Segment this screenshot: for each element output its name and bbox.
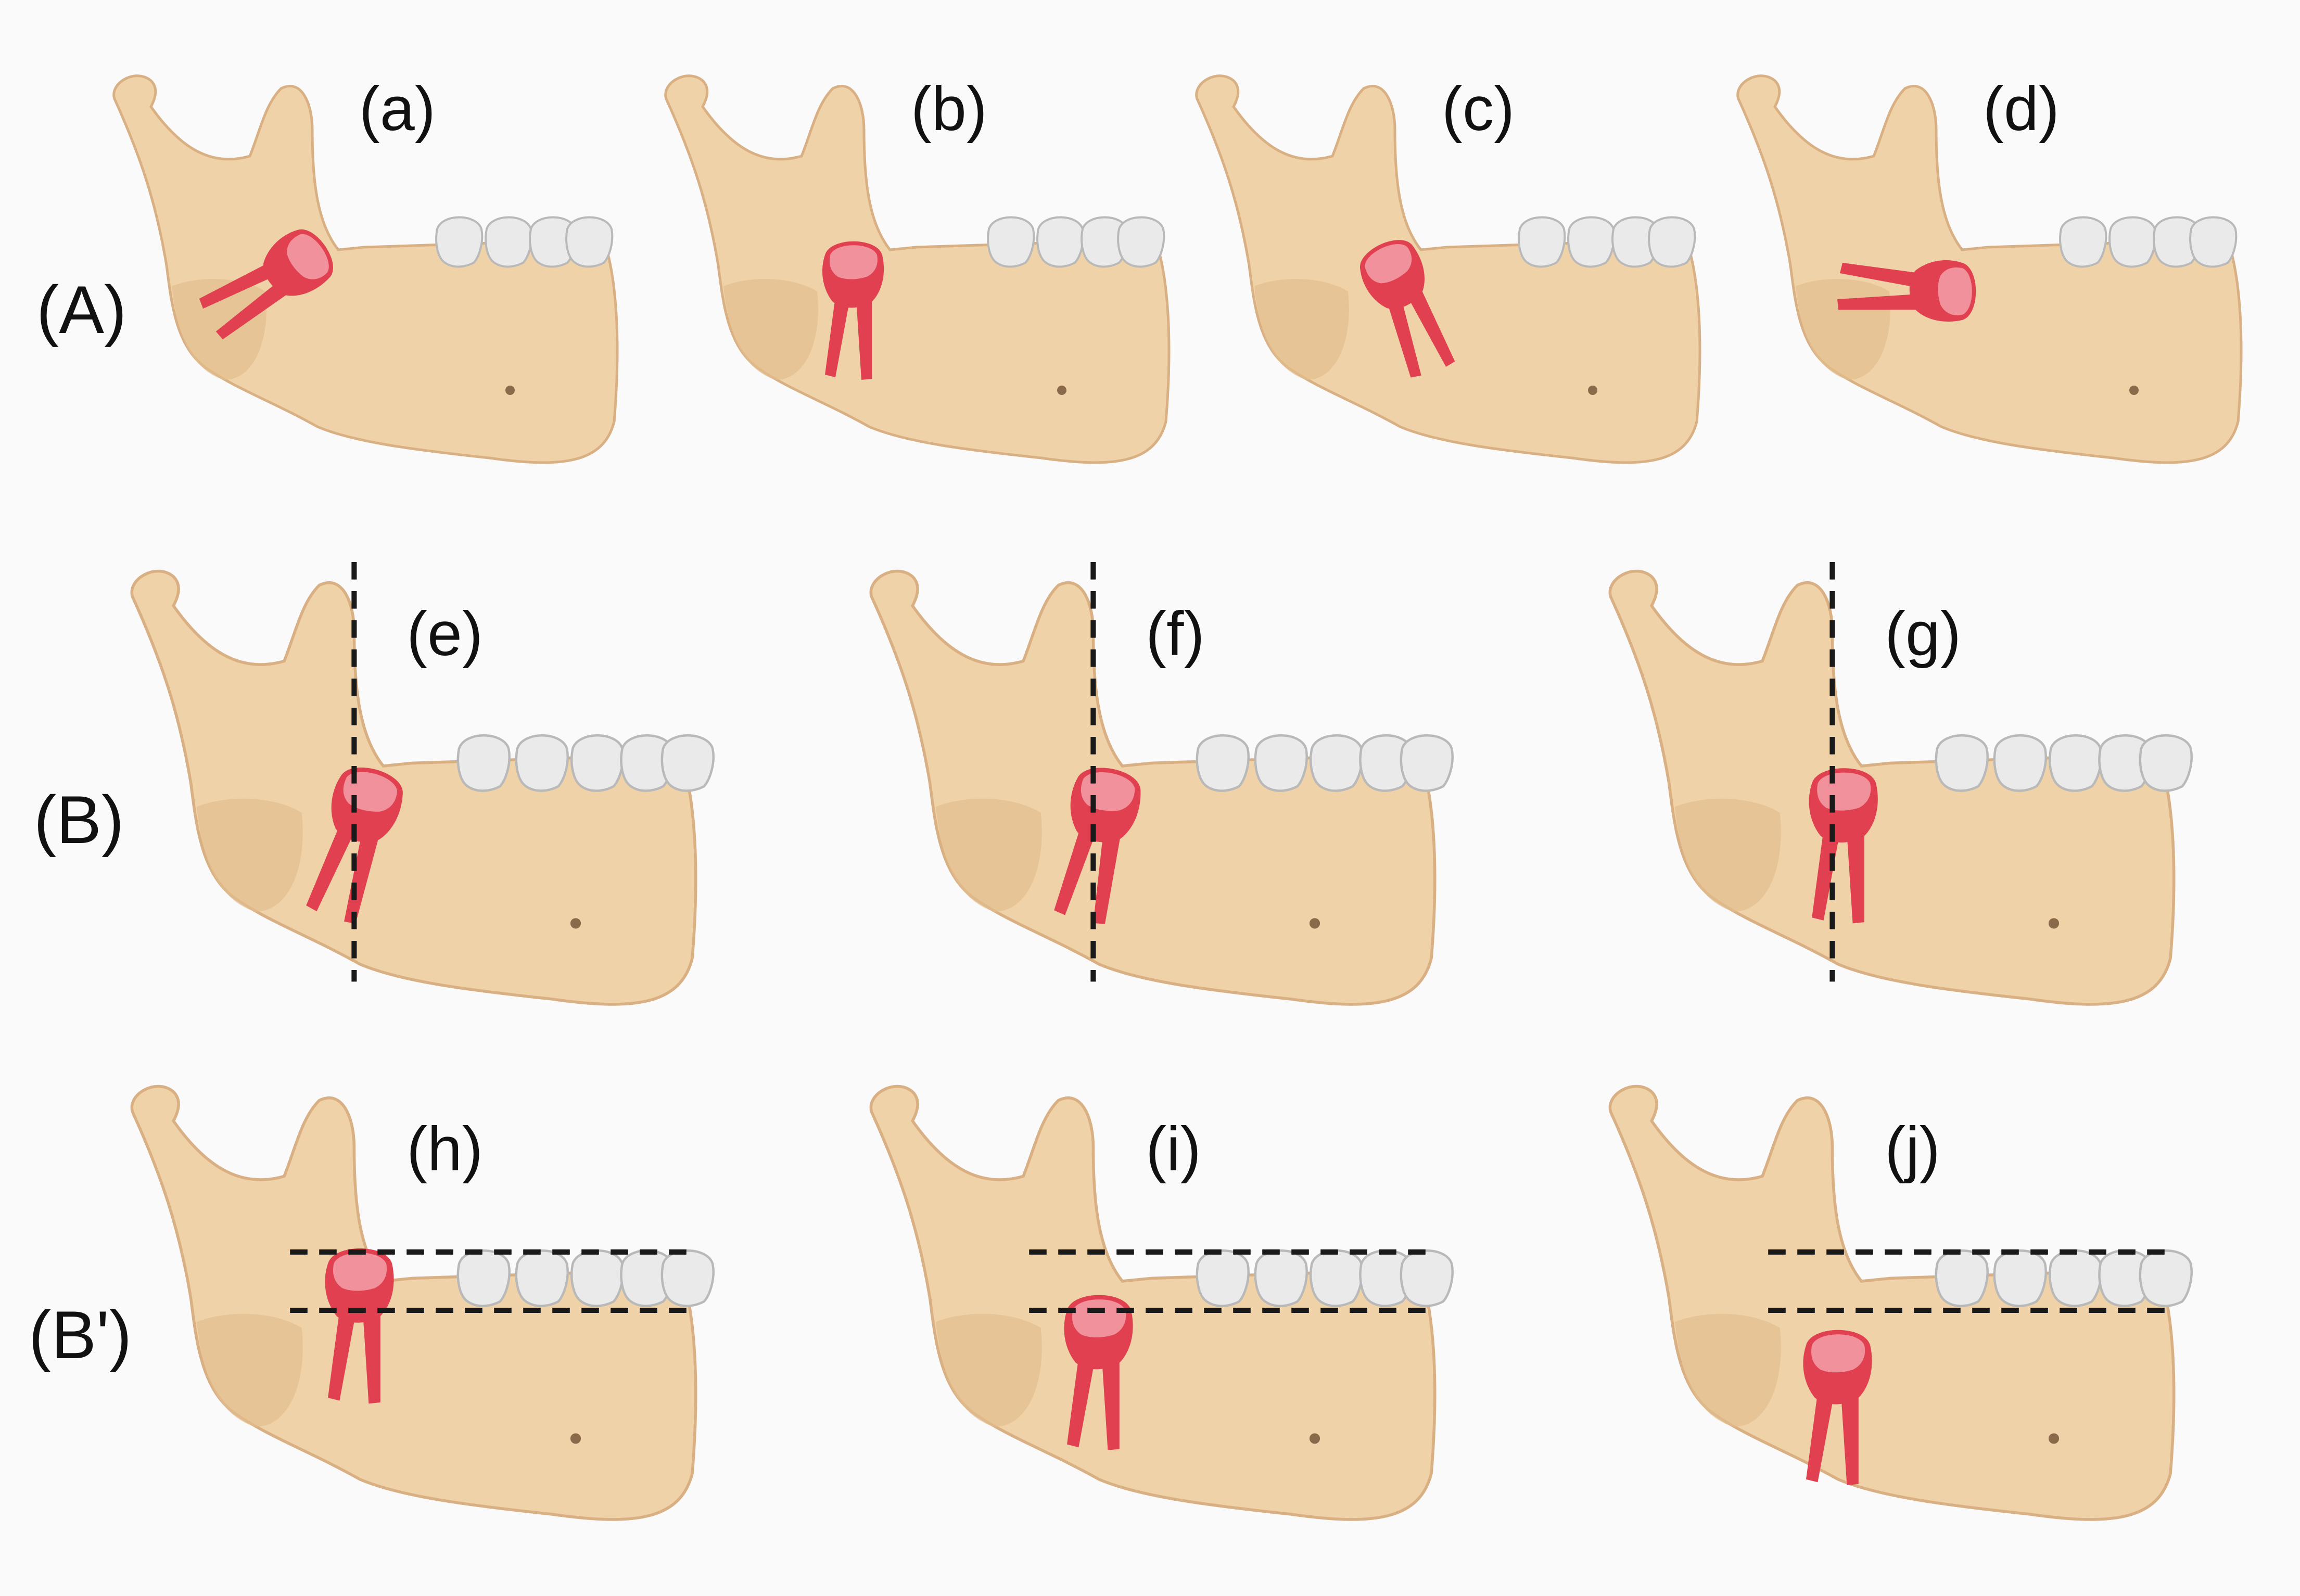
panel-label: (a) [359, 74, 436, 144]
panel-label: (i) [1146, 1114, 1201, 1184]
impacted-third-molar [822, 241, 884, 380]
mandible-illustration [1608, 562, 2193, 1006]
impacted-third-molar [1837, 260, 1976, 322]
mandible-illustration [664, 74, 1171, 464]
impacted-third-molar [1064, 1295, 1133, 1450]
mandible-illustration [1736, 74, 2243, 464]
mandible-illustration [112, 74, 619, 464]
impacted-third-molar [306, 767, 403, 924]
impacted-third-molar [199, 229, 333, 340]
row-label-b: (B) [34, 782, 124, 858]
mandible-illustration [869, 562, 1454, 1006]
mandible-illustration [130, 562, 715, 1006]
mandible-illustration [869, 1084, 1454, 1521]
impacted-third-molar [1360, 240, 1455, 378]
impacted-third-molar [1054, 768, 1141, 924]
mandible-illustration [130, 1084, 715, 1521]
mandible-illustration [1608, 1084, 2193, 1521]
panel-label: (g) [1885, 599, 1961, 669]
impacted-third-molar [1803, 1330, 1872, 1485]
panel-label: (e) [406, 599, 483, 669]
panel-label: (b) [911, 74, 987, 144]
panel-label: (h) [406, 1114, 483, 1184]
mandible-illustration [1195, 74, 1701, 464]
panel-label: (c) [1442, 74, 1515, 144]
panel-label: (d) [1983, 74, 2060, 144]
row-label-a: (A) [36, 272, 127, 348]
panel-label: (j) [1885, 1114, 1940, 1184]
row-label-b-prime: (B') [29, 1297, 132, 1373]
panel-label: (f) [1146, 599, 1205, 669]
